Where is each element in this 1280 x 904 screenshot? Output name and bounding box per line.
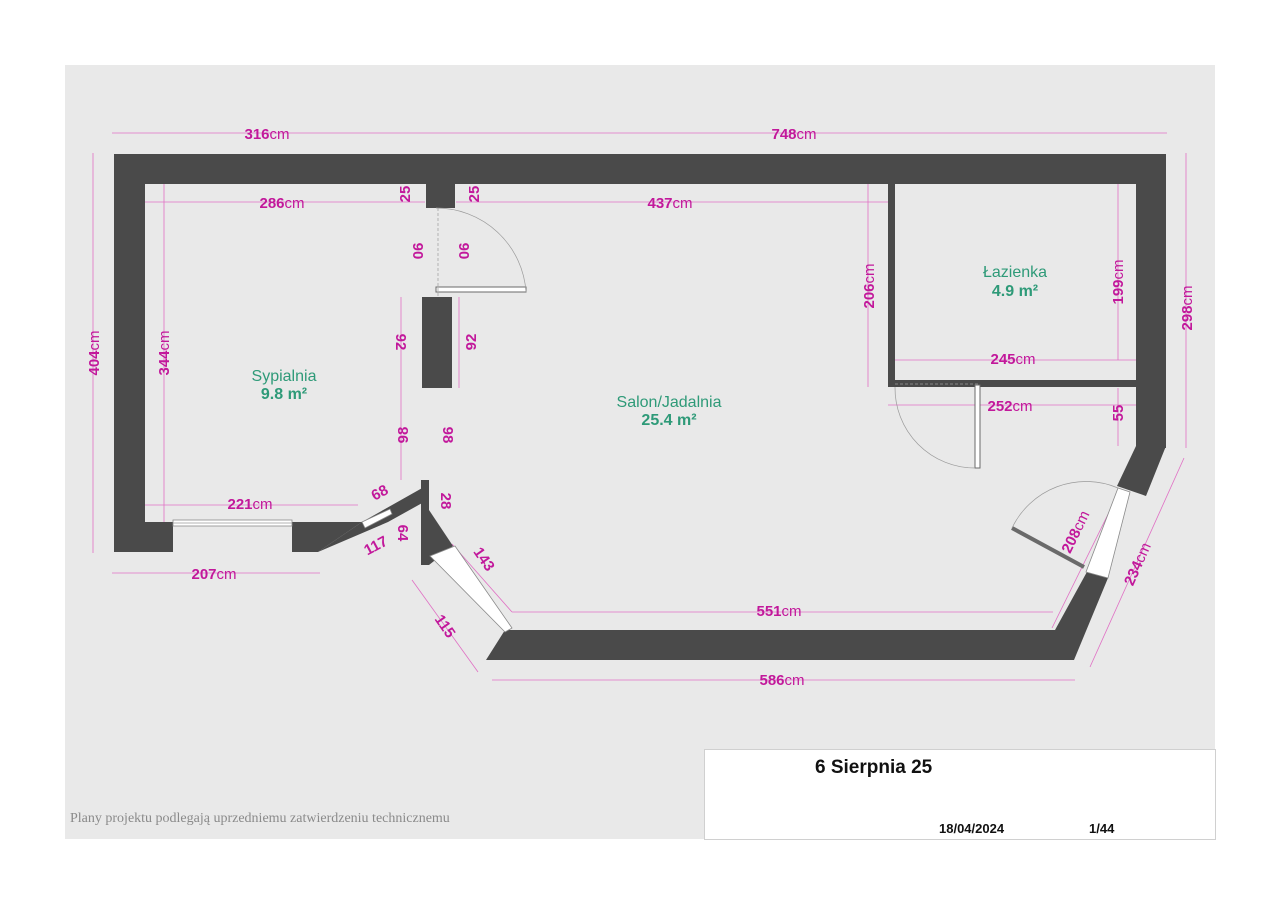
dim-234: 234cm	[1121, 540, 1155, 588]
bedroom-bottom-wall-right	[292, 522, 362, 552]
bedroom-door-swing	[435, 207, 527, 293]
dim-55: 55	[1110, 405, 1127, 422]
dim-living-top: 437cm	[647, 195, 692, 212]
dim-64: 64	[394, 525, 411, 542]
project-date: 18/04/2024	[939, 821, 1005, 836]
dim-245: 245cm	[990, 351, 1035, 368]
bathroom-door-leaf	[974, 384, 981, 469]
walls	[114, 154, 1166, 660]
page-number: 1/44	[1089, 821, 1115, 836]
dimension-lines	[92, 132, 1187, 681]
technical-approval-notice: Plany projektu podlegają uprzedniemu zat…	[70, 811, 450, 826]
dim-206: 206cm	[861, 263, 878, 308]
dim-90-right: 90	[455, 243, 472, 260]
bathroom-left-wall	[888, 184, 895, 387]
dim-92-right: 92	[463, 334, 480, 351]
right-wall	[1136, 154, 1166, 448]
dim-bedroom-top: 286cm	[259, 195, 304, 212]
partition-wall	[422, 297, 452, 388]
dim-left-outer: 404cm	[86, 330, 103, 375]
dim-199: 199cm	[1110, 259, 1127, 304]
dim-bottom-outer: 586cm	[759, 672, 804, 689]
bedroom-name: Sypialnia	[252, 368, 317, 385]
living-area: 25.4 m²	[641, 412, 696, 429]
openings	[172, 207, 1131, 633]
left-wall	[114, 154, 145, 552]
dim-208: 208cm	[1058, 508, 1093, 556]
dim-bedroom-outer-bottom: 207cm	[191, 566, 236, 583]
drawing-sheet	[65, 65, 1215, 839]
living-name: Salon/Jadalnia	[617, 394, 722, 411]
bottom-wall	[486, 570, 1108, 660]
partition-stub	[426, 184, 455, 208]
living-diagonal-window	[429, 545, 513, 633]
entrance-door-swing	[1011, 481, 1119, 529]
right-lower-diagonal	[1117, 446, 1166, 496]
dim-top-right: 748cm	[771, 126, 816, 143]
bedroom-area: 9.8 m²	[261, 386, 307, 403]
dim-bedroom-left: 344cm	[156, 330, 173, 375]
bedroom-door-leaf	[435, 286, 527, 293]
dim-living-bottom: 551cm	[756, 603, 801, 620]
dim-top-left: 316cm	[244, 126, 289, 143]
dim-bedroom-bottom: 221cm	[227, 496, 272, 513]
bathroom-area: 4.9 m²	[992, 283, 1038, 300]
project-title: 6 Sierpnia 25	[815, 757, 933, 778]
dim-117: 117	[361, 533, 390, 559]
bedroom-diagonal-window	[361, 508, 393, 529]
right-diagonal-window	[1085, 487, 1131, 579]
title-block: 6 Sierpnia 25 18/04/2024 1/44	[704, 749, 1216, 840]
bathroom-name: Łazienka	[983, 264, 1047, 281]
dim-25-left: 25	[397, 186, 414, 203]
bedroom-bottom-wall-left	[114, 522, 173, 552]
dim-298: 298cm	[1179, 285, 1196, 330]
dim-252: 252cm	[987, 398, 1032, 415]
entrance-door-leaf	[1011, 526, 1085, 569]
dim-68: 68	[369, 482, 392, 505]
dim-115: 115	[431, 612, 459, 642]
dim-98-right: 98	[439, 427, 456, 444]
bathroom-bottom-wall	[895, 380, 1136, 387]
dim-28: 28	[437, 493, 454, 510]
dim-90-left: 90	[409, 243, 426, 260]
dim-143: 143	[470, 544, 498, 574]
dim-92-left: 92	[392, 334, 409, 351]
dim-98-left: 98	[395, 427, 412, 444]
bathroom-door-swing	[894, 386, 976, 469]
room-labels: Sypialnia 9.8 m² Salon/Jadalnia 25.4 m² …	[252, 264, 1048, 429]
dim-25-right: 25	[466, 186, 483, 203]
top-wall	[114, 154, 1166, 184]
